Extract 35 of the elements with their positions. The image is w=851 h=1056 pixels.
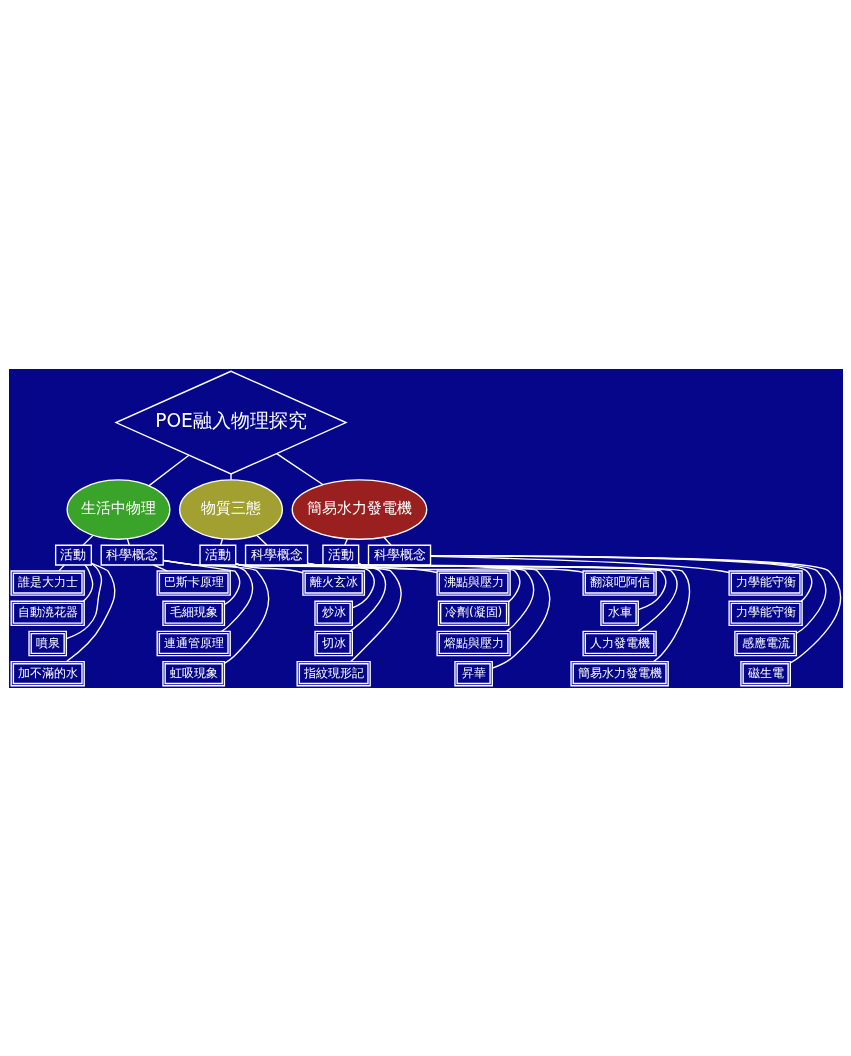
connector [162, 559, 253, 632]
connector [82, 563, 93, 602]
node-box: 活動 [321, 544, 359, 566]
connector [429, 554, 841, 664]
node-ellipse: 生活中物理 [66, 478, 170, 540]
connector [306, 562, 550, 669]
connector [57, 563, 65, 572]
connector [234, 562, 402, 662]
connector [81, 534, 94, 546]
connector [152, 563, 168, 572]
connector [147, 454, 190, 486]
connector [234, 562, 303, 573]
node-ellipse: 物質三態 [178, 478, 283, 540]
node-box: 科學概念 [244, 544, 308, 566]
connector [126, 537, 130, 546]
node-box: 活動 [54, 544, 92, 566]
connector [219, 537, 223, 546]
connector [275, 452, 323, 485]
connector [234, 562, 375, 609]
node-box: 活動 [198, 544, 236, 566]
node-diamond: POE融入物理探究 [113, 370, 348, 475]
node-box: 科學概念 [100, 544, 164, 566]
connector [162, 559, 269, 664]
connector [65, 561, 116, 662]
node-ellipse: 簡易水力發電機 [291, 478, 427, 540]
connector [382, 536, 392, 546]
connector [65, 562, 102, 639]
connector [429, 554, 812, 602]
connector [234, 562, 386, 632]
connector [429, 554, 826, 634]
connector [343, 537, 348, 546]
connector [255, 534, 268, 546]
connector [429, 555, 730, 573]
node-box: 科學概念 [367, 544, 431, 566]
connector [229, 472, 232, 481]
